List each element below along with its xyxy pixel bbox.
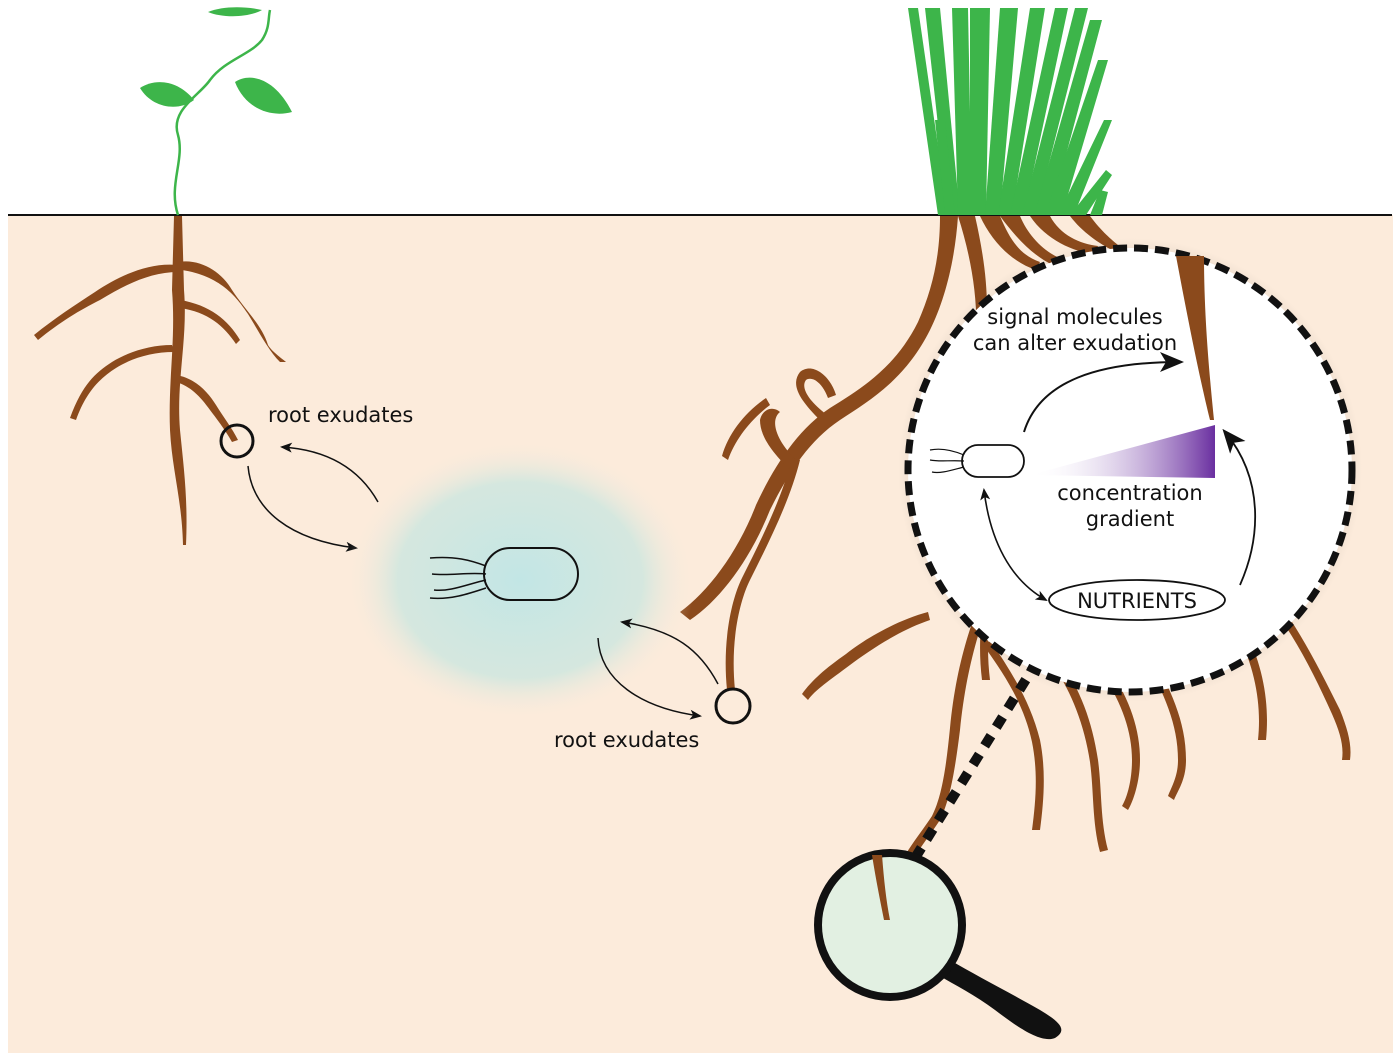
vine-plant-icon [34,7,292,545]
gradient-label-line1: concentration [1057,481,1202,505]
gradient-label-line2: gradient [1086,507,1174,531]
signal-label-line1: signal molecules [987,305,1162,329]
root-tip-marker-right [714,687,752,725]
arrow-signal-to-root [1023,352,1184,433]
root-exudates-label-left: root exudates [268,403,413,427]
root-tip-marker-left [219,423,255,459]
arrow-root-to-bacterium-left [247,465,358,552]
arrow-bacterium-nutrients [980,488,1048,601]
signal-label-line2: can alter exudation [973,331,1177,355]
nutrients-ellipse [1048,579,1226,621]
sky [0,0,1400,215]
arrow-exudates-to-bacterium-left [280,442,379,503]
bacterium-icon [429,547,579,601]
signal-halo [345,440,695,720]
root-exudates-label-right: root exudates [554,728,699,752]
grass-plant-icon [680,8,1351,920]
arrow-exudates-to-bacterium-right [620,618,719,685]
arrow-nutrients-to-root [1222,428,1256,586]
arrow-bacterium-to-root-right [597,637,702,720]
bacterium-icon-inset [929,444,1025,478]
magnifying-glass-icon [814,657,1062,1040]
concentration-gradient-wedge [1030,425,1215,478]
nutrients-label: NUTRIENTS [1077,589,1197,613]
